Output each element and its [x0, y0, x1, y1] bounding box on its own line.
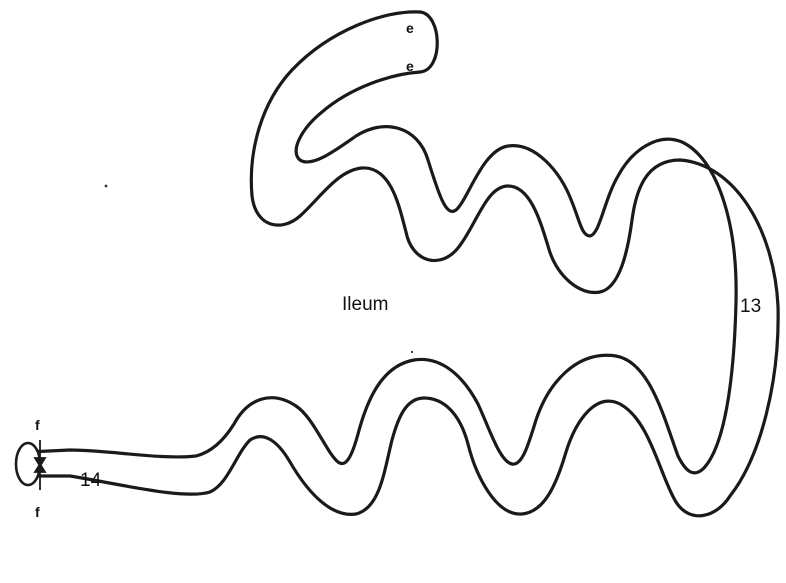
segment-label-13: 13	[740, 296, 761, 317]
ileum-outer-wall	[28, 12, 778, 516]
marker-f-top: f	[35, 417, 40, 433]
segment-label-14: 14	[80, 470, 102, 491]
marker-f-bottom: f	[35, 504, 40, 520]
scan-speck	[411, 351, 413, 353]
scan-speck	[105, 185, 108, 188]
marker-e-bottom: e	[406, 58, 414, 74]
marker-e-top: e	[406, 20, 414, 36]
upper-end-cap	[420, 12, 437, 72]
ileum-label: Ileum	[342, 294, 388, 315]
cut-end-opening	[16, 443, 40, 485]
